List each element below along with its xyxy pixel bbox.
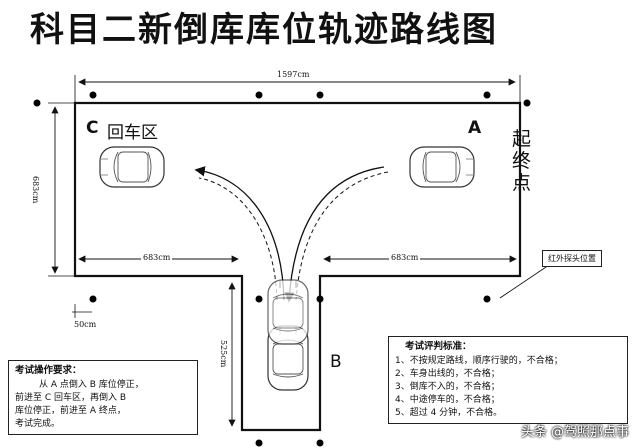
procedure-line: 库位停正，前进至 A 终点， (15, 406, 126, 416)
label-start-end: 起 终 点 (512, 128, 532, 194)
pole-dot (255, 439, 263, 447)
criteria-box: 考试评判标准： 1、不按规定路线，顺序行驶的，不合格； 2、车身出线的，不合格；… (388, 336, 628, 424)
pole-dot (33, 99, 41, 107)
car-c (99, 146, 165, 188)
criteria-line: 5、超过 4 分钟，不合格。 (395, 408, 503, 418)
pole-dot (483, 295, 491, 303)
infrared-pointer (499, 262, 553, 299)
procedure-heading: 考试操作要求： (15, 365, 82, 376)
pole-dot (89, 91, 97, 99)
car-entering (267, 279, 309, 345)
dim-right-section: 683cm (389, 253, 421, 262)
pole-dot (89, 295, 97, 303)
pole-dot (255, 91, 263, 99)
dim-top-width: 1597cm (277, 70, 310, 79)
trajectory-b-to-c (194, 166, 285, 301)
trajectory-a-to-b-dashed (295, 171, 389, 301)
trajectory-a-to-b (284, 166, 385, 303)
pole-dot (255, 295, 263, 303)
dim-garage-depth: 525cm (219, 340, 228, 368)
label-point-a: A (468, 118, 482, 138)
criteria-heading: 考试评判标准： (405, 341, 472, 352)
label-point-b: B (330, 352, 342, 372)
pole-dot (523, 99, 531, 107)
criteria-line: 3、倒库不入的，不合格； (395, 382, 500, 392)
procedure-line: 前进至 C 回车区，再倒入 B (15, 393, 127, 403)
dim-left-section: 683cm (141, 253, 173, 262)
pole-dot (316, 91, 324, 99)
label-return-area: 回车区 (107, 123, 158, 143)
watermark: 头条 @驾照那点事 (520, 425, 629, 440)
procedure-line: 从 A 点倒入 B 库位停正， (39, 380, 144, 390)
criteria-line: 1、不按规定路线，顺序行驶的，不合格； (395, 356, 563, 366)
pole-dot (483, 91, 491, 99)
dim-left-height: 683cm (31, 176, 40, 204)
dim-small-gap: 50cm (74, 320, 97, 329)
procedure-line: 考试完成。 (15, 419, 61, 429)
trajectory-b-to-c-dashed (198, 177, 278, 301)
procedure-box: 考试操作要求： 从 A 点倒入 B 库位停正， 前进至 C 回车区，再倒入 B … (8, 360, 198, 435)
car-a (409, 146, 475, 188)
label-point-c: C (86, 118, 99, 138)
field-outline (73, 101, 522, 432)
criteria-line: 2、车身出线的，不合格； (395, 369, 500, 379)
infrared-label: 红外探头位置 (542, 250, 602, 267)
page-title: 科目二新倒库库位轨迹路线图 (30, 10, 498, 50)
criteria-line: 4、中途停车的，不合格； (395, 395, 500, 405)
pole-dot (316, 295, 324, 303)
pole-dot (316, 439, 324, 447)
